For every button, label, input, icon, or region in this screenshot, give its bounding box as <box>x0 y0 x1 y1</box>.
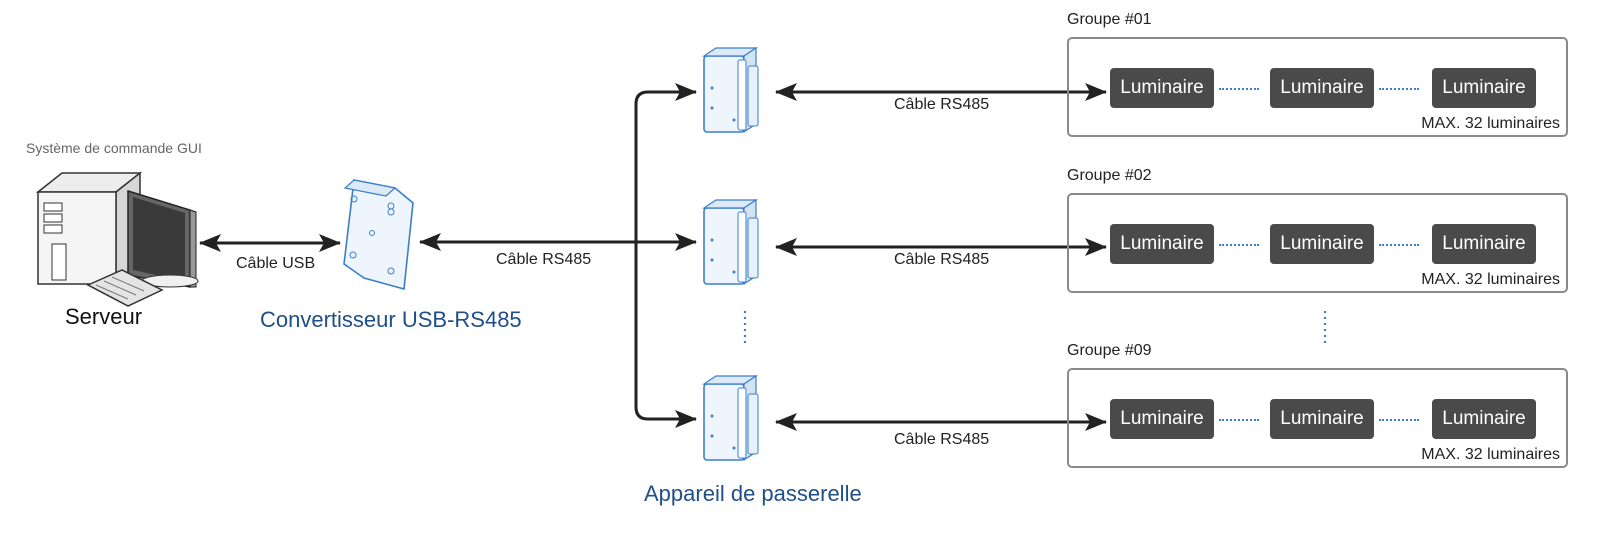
gateway-device-icon <box>702 198 759 286</box>
luminaire-ellipsis <box>1219 88 1259 90</box>
group-title: Groupe #01 <box>1067 11 1152 28</box>
group-title: Groupe #09 <box>1067 342 1152 359</box>
max-luminaires-note: MAX. 32 luminaires <box>1421 271 1560 288</box>
rs485-group1-label: Câble RS485 <box>894 96 990 113</box>
group-box: Luminaire Luminaire Luminaire MAX. 32 lu… <box>1067 193 1568 293</box>
luminaire-node: Luminaire <box>1110 399 1214 439</box>
max-luminaires-note: MAX. 32 luminaires <box>1421 446 1560 463</box>
gateway-device-icon <box>702 374 759 462</box>
rs485-branch-bottom <box>634 242 697 428</box>
luminaire-ellipsis <box>1379 419 1419 421</box>
rs485-branch-top <box>634 83 697 242</box>
group-title: Groupe #02 <box>1067 167 1152 184</box>
max-luminaires-note: MAX. 32 luminaires <box>1421 115 1560 132</box>
gateway-device-icon <box>702 46 759 134</box>
luminaire-node: Luminaire <box>1110 68 1214 108</box>
luminaire-node: Luminaire <box>1270 224 1374 264</box>
converter-label: Convertisseur USB-RS485 <box>260 307 522 332</box>
server-label: Serveur <box>65 304 143 329</box>
rs485-group3-label: Câble RS485 <box>894 431 990 448</box>
luminaire-ellipsis <box>1379 244 1419 246</box>
luminaire-node: Luminaire <box>1432 224 1536 264</box>
luminaire-node: Luminaire <box>1110 224 1214 264</box>
luminaire-node: Luminaire <box>1270 399 1374 439</box>
luminaire-node: Luminaire <box>1432 68 1536 108</box>
luminaire-ellipsis <box>1219 419 1259 421</box>
group-box: Luminaire Luminaire Luminaire MAX. 32 lu… <box>1067 368 1568 468</box>
usb-cable-label: Câble USB <box>236 255 316 272</box>
gateway-label: Appareil de passerelle <box>644 481 862 506</box>
rs485-group2-label: Câble RS485 <box>894 251 990 268</box>
luminaire-node: Luminaire <box>1432 399 1536 439</box>
usb-rs485-converter-icon <box>343 179 414 291</box>
luminaire-ellipsis <box>1219 244 1259 246</box>
luminaire-node: Luminaire <box>1270 68 1374 108</box>
server-computer-icon <box>35 171 199 307</box>
gui-system-caption: Système de commande GUI <box>26 140 202 156</box>
luminaire-ellipsis <box>1379 88 1419 90</box>
group-box: Luminaire Luminaire Luminaire MAX. 32 lu… <box>1067 37 1568 137</box>
rs485-main-label: Câble RS485 <box>496 251 592 268</box>
